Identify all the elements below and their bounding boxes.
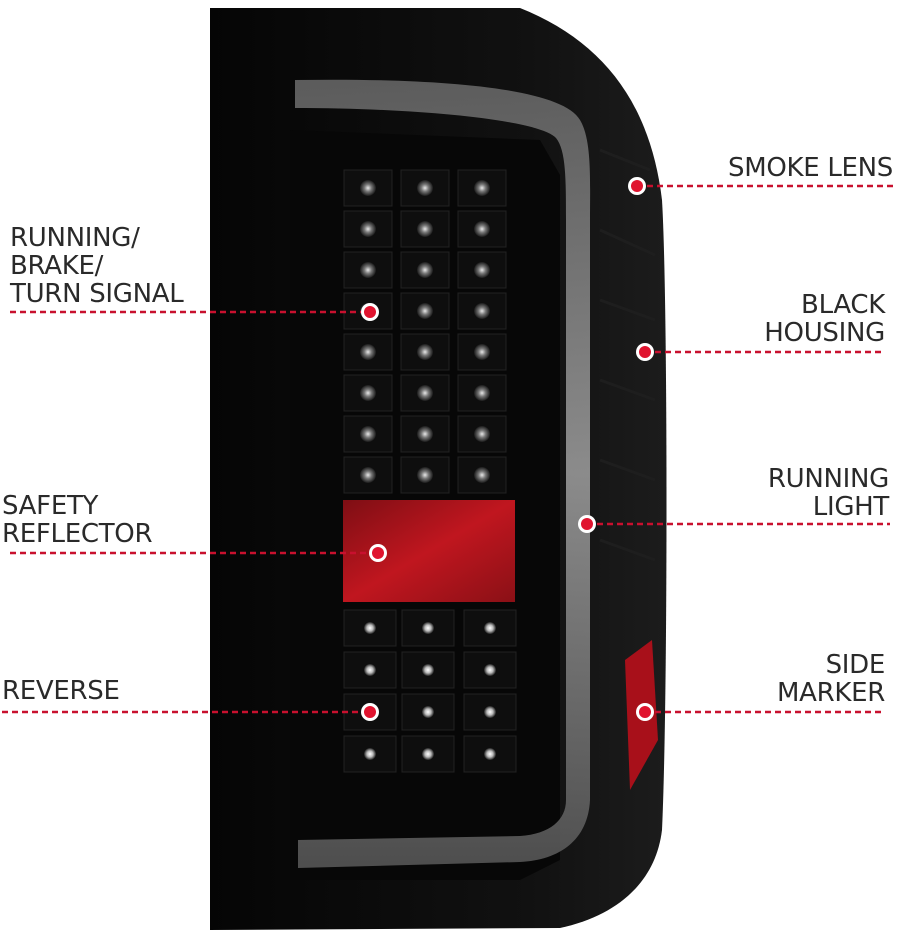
label-running-light: RUNNING LIGHT bbox=[767, 464, 889, 522]
led bbox=[360, 344, 376, 360]
led bbox=[417, 344, 433, 360]
led bbox=[417, 467, 433, 483]
led bbox=[417, 426, 433, 442]
led bbox=[364, 622, 376, 634]
led bbox=[474, 426, 490, 442]
led bbox=[360, 467, 376, 483]
led bbox=[417, 385, 433, 401]
callout-dot bbox=[364, 706, 376, 718]
callout-dot bbox=[631, 180, 643, 192]
led bbox=[422, 622, 434, 634]
led bbox=[474, 385, 490, 401]
led bbox=[364, 748, 376, 760]
led bbox=[417, 180, 433, 196]
label-safety-reflector: SAFETY REFLECTOR bbox=[2, 491, 153, 549]
led bbox=[364, 664, 376, 676]
led bbox=[484, 622, 496, 634]
label-reverse: REVERSE bbox=[2, 676, 120, 706]
led bbox=[360, 180, 376, 196]
led bbox=[474, 262, 490, 278]
led bbox=[484, 664, 496, 676]
led bbox=[422, 664, 434, 676]
side-ribs bbox=[599, 148, 656, 562]
led bbox=[360, 385, 376, 401]
led bbox=[474, 344, 490, 360]
label-side-marker: SIDE MARKER bbox=[776, 650, 885, 708]
callout-dot bbox=[364, 306, 376, 318]
callout-dot bbox=[639, 706, 651, 718]
led bbox=[484, 706, 496, 718]
led bbox=[417, 303, 433, 319]
led bbox=[422, 706, 434, 718]
led bbox=[474, 467, 490, 483]
led bbox=[474, 221, 490, 237]
led bbox=[360, 262, 376, 278]
led-cell bbox=[343, 415, 393, 453]
label-black-housing: BLACK HOUSING bbox=[764, 290, 885, 348]
led bbox=[417, 262, 433, 278]
led-array-upper bbox=[343, 169, 507, 494]
led bbox=[360, 426, 376, 442]
callout-lines bbox=[2, 177, 897, 721]
callout-dot bbox=[372, 547, 384, 559]
led bbox=[417, 221, 433, 237]
led bbox=[360, 221, 376, 237]
label-smoke-lens: SMOKE LENS bbox=[727, 153, 893, 183]
led bbox=[422, 748, 434, 760]
callout-dot bbox=[639, 346, 651, 358]
callout-dot bbox=[581, 518, 593, 530]
led bbox=[474, 303, 490, 319]
led-array-reverse bbox=[343, 609, 517, 773]
label-running-brake-turn: RUNNING/ BRAKE/ TURN SIGNAL bbox=[10, 223, 184, 309]
led bbox=[484, 748, 496, 760]
safety-reflector-lens bbox=[343, 500, 515, 602]
led-cell bbox=[457, 210, 507, 248]
led bbox=[474, 180, 490, 196]
